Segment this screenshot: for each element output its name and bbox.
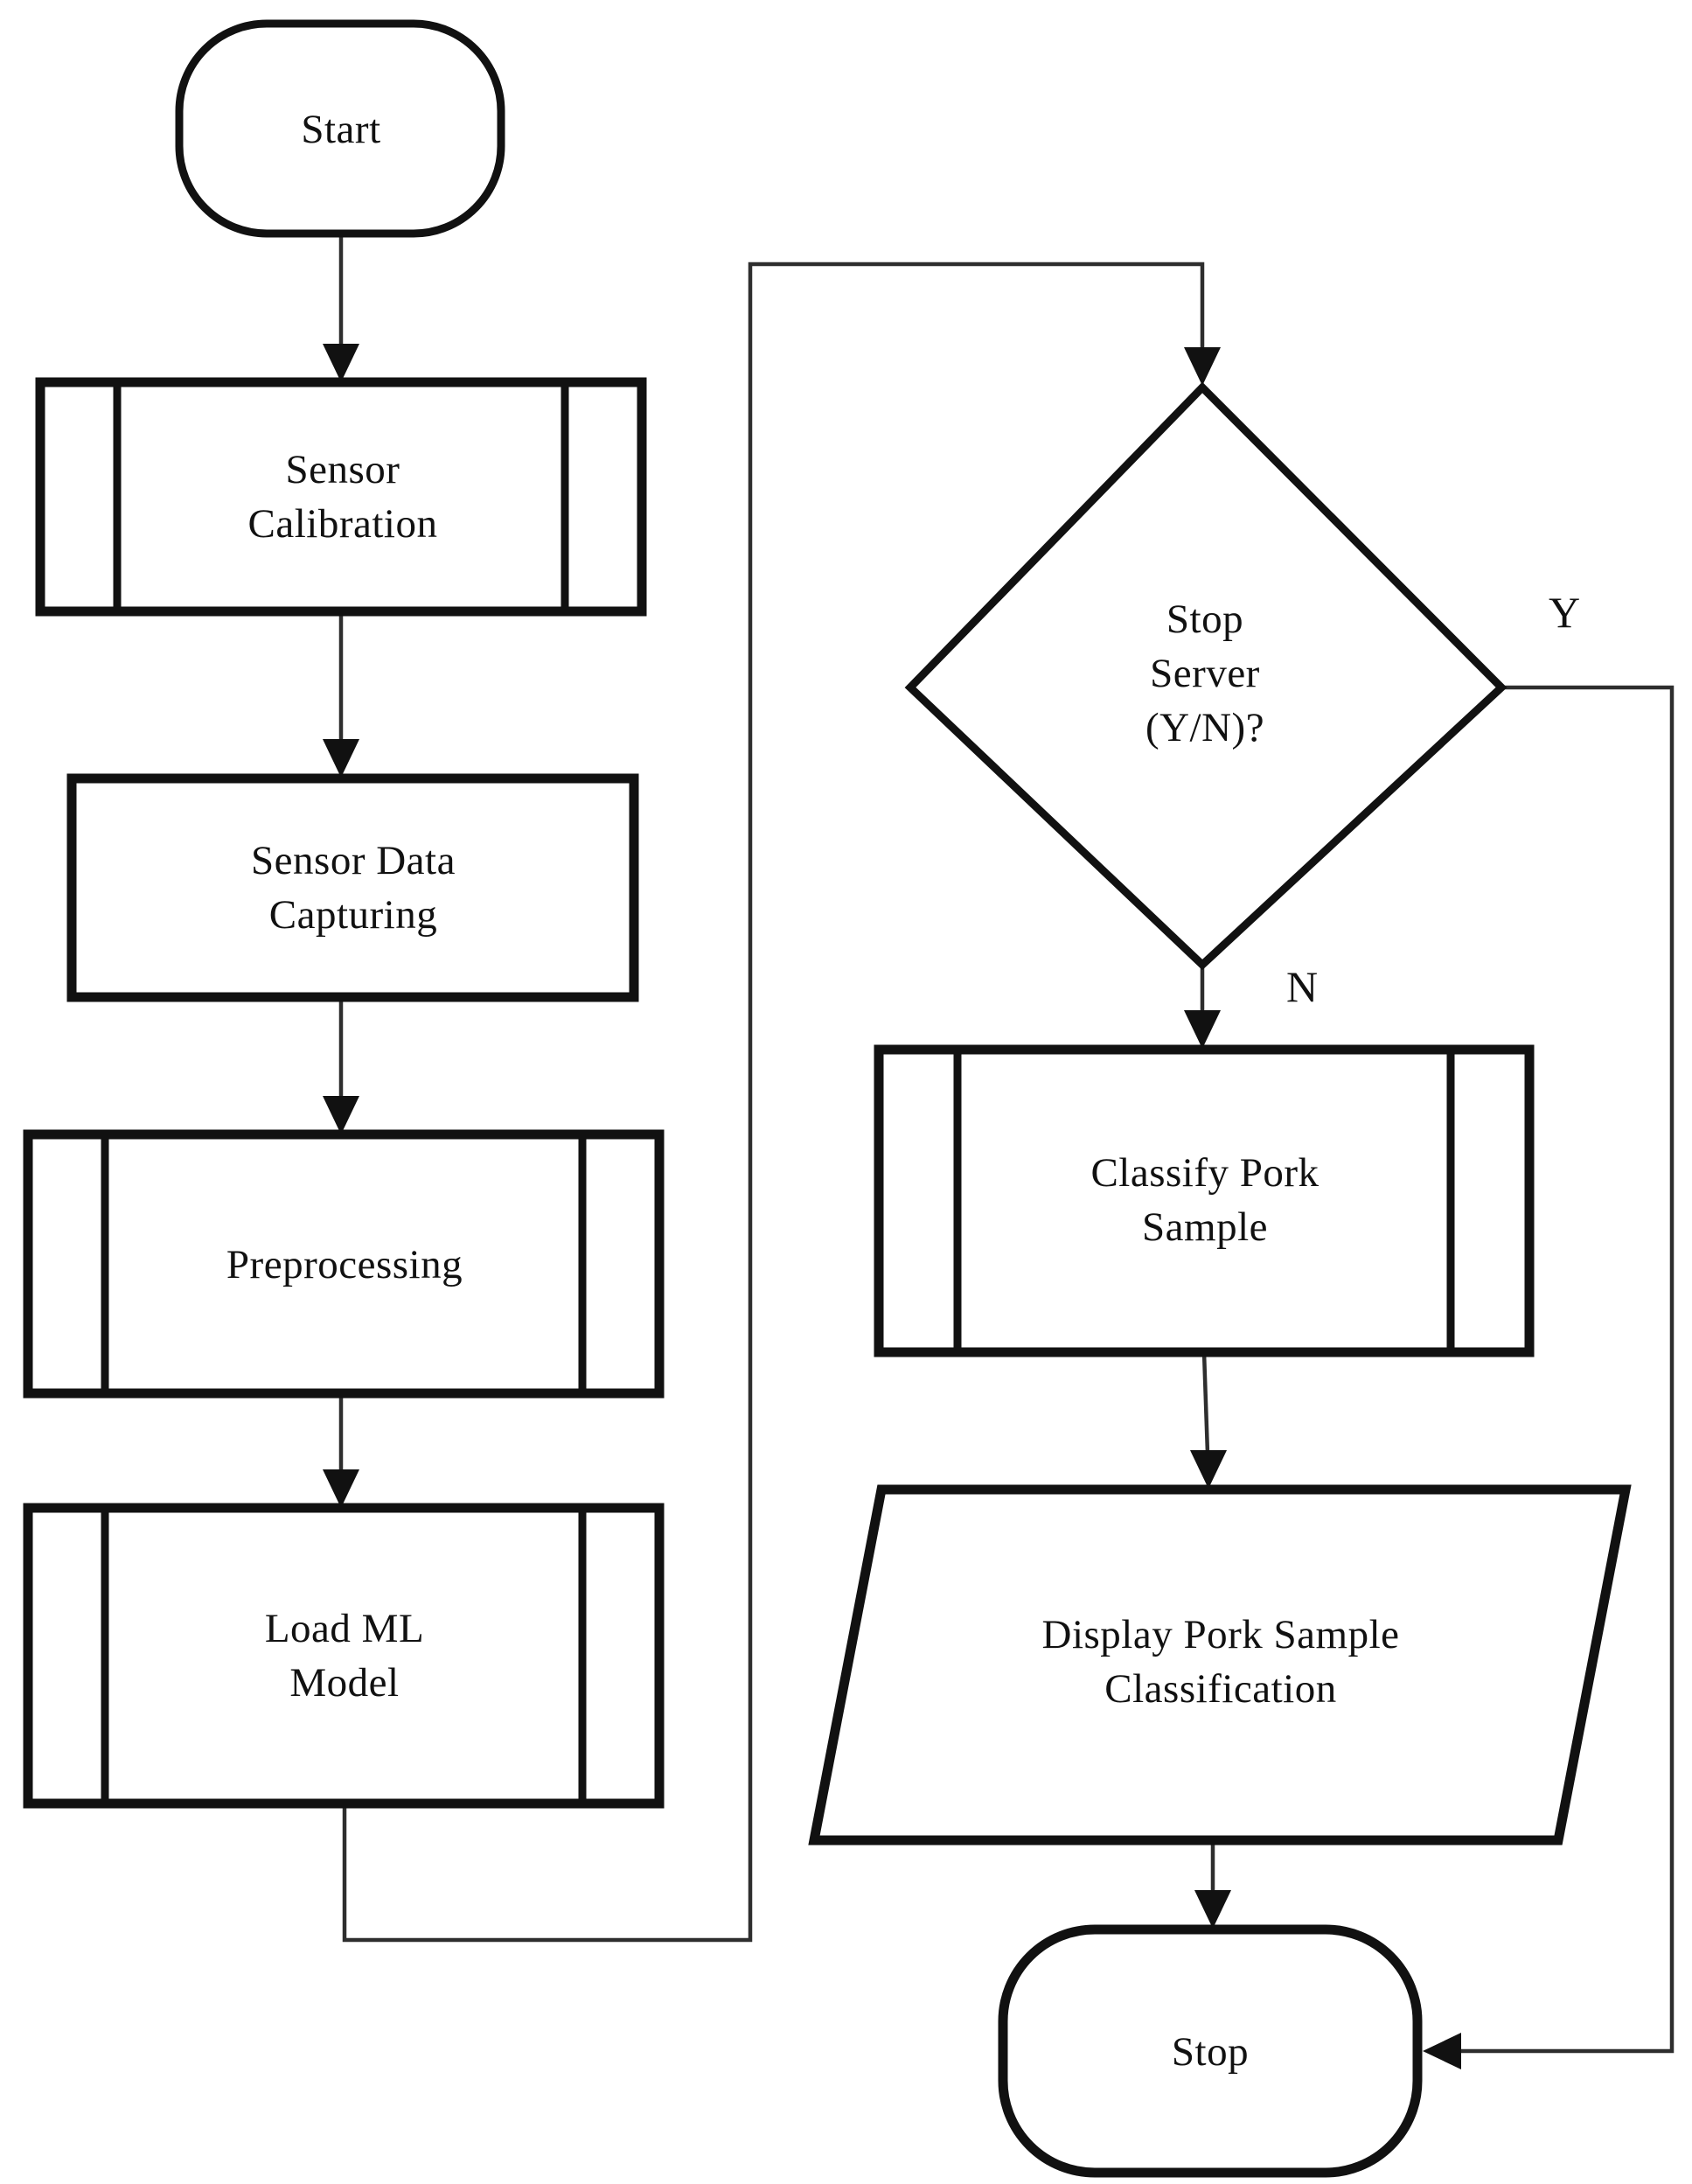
yes-branch-label: Y [1548,588,1581,637]
sensor-data-capturing-shape [66,773,639,1002]
arrowhead-into-load-ml [323,1469,359,1508]
start-label: Start [301,106,381,152]
arrowhead-into-data-capturing [323,739,359,778]
sensor-data-capturing-label: Sensor Data Capturing [251,837,456,938]
classify-pork-sample-shape [874,1044,1535,1357]
sensor-calibration-shape [35,377,647,617]
arrowhead-into-sensor-calibration [323,344,359,382]
start-terminator-shape [175,19,505,238]
edge-decision-yes-to-stop [1460,685,1675,2054]
classify-pork-sample-label: Classify Pork Sample [1090,1149,1319,1250]
display-classification-shape [808,1484,1632,1846]
arrowhead-into-classify [1184,1010,1221,1049]
stop-server-decision-label: Stop Server (Y/N)? [1145,596,1265,751]
stop-server-decision-shape [904,381,1507,971]
preprocessing-label: Preprocessing [226,1241,463,1287]
arrowhead-into-stop-top [1194,1890,1231,1929]
stop-label: Stop [1171,2028,1250,2075]
preprocessing-shape [23,1129,665,1399]
edge-load-ml-to-decision-loop [342,262,1205,1943]
arrowhead-into-decision [1184,347,1221,386]
load-ml-model-shape [23,1503,665,1809]
sensor-calibration-label: Sensor Calibration [247,446,438,547]
no-branch-label: N [1285,962,1319,1011]
display-classification-label: Display Pork Sample Classification [1041,1611,1400,1712]
load-ml-model-label: Load ML Model [264,1605,425,1706]
arrowhead-into-preprocessing [323,1096,359,1134]
edge-classify-to-display [1201,1351,1210,1455]
arrowhead-into-stop-side [1423,2033,1461,2069]
arrowhead-into-display [1190,1450,1227,1489]
stop-terminator-shape [998,1924,1423,2178]
